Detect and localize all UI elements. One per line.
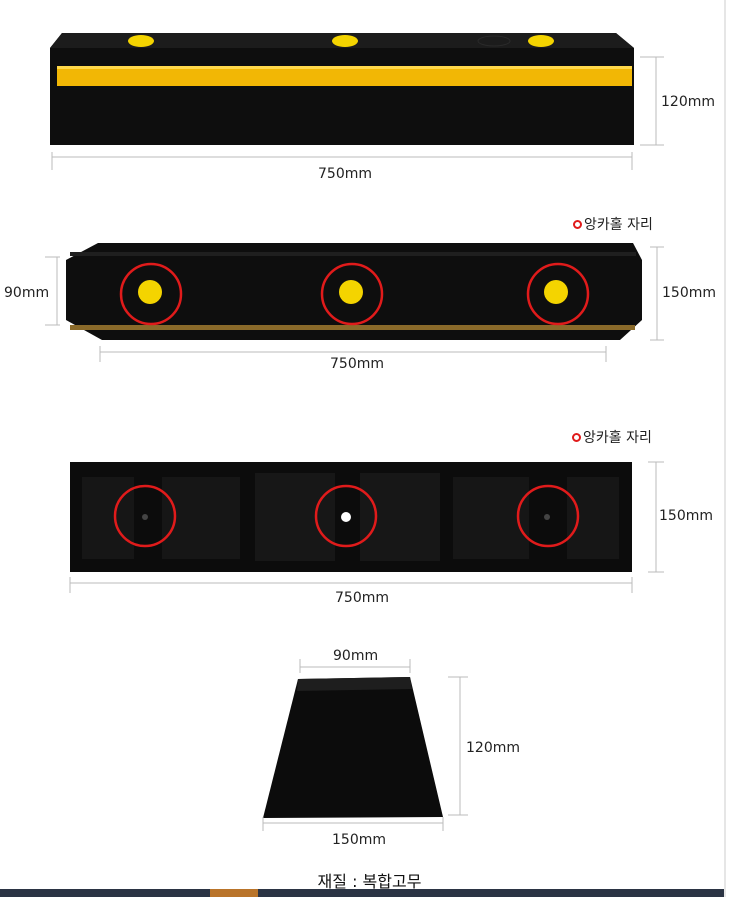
front-view-drawing	[45, 243, 664, 362]
stud-right	[544, 280, 568, 304]
stud-left	[128, 35, 154, 47]
anchor-marker-right	[516, 484, 580, 548]
reflective-strip	[57, 66, 632, 86]
section-top-edge	[297, 677, 412, 691]
reflective-edge	[70, 325, 635, 330]
anchor-marker-center	[320, 262, 384, 326]
anchor-hole-note: 앙카홀 자리	[572, 427, 652, 447]
scrollbar-track[interactable]	[724, 0, 726, 897]
cavity	[453, 477, 529, 559]
section-body	[263, 677, 443, 818]
stud-right	[528, 35, 554, 47]
dim-label-width: 750mm	[335, 590, 389, 606]
reflective-strip-highlight	[57, 66, 632, 69]
anchor-marker-left	[113, 484, 177, 548]
anchor-hole-left	[142, 514, 148, 520]
dim-label-right: 150mm	[659, 508, 713, 524]
anchor-hole-note-text: 앙카홀 자리	[584, 217, 653, 233]
cavity	[360, 473, 440, 561]
anchor-hole-center	[341, 512, 351, 522]
dim-label-bottom: 150mm	[332, 832, 386, 848]
red-circle-icon	[573, 219, 582, 229]
cavity	[567, 477, 619, 559]
dim-label-height: 120mm	[661, 94, 715, 110]
anchor-hole-right	[544, 514, 550, 520]
cavity	[255, 473, 335, 561]
cavity	[82, 477, 134, 559]
red-circle-icon	[572, 432, 581, 442]
stud-center	[332, 35, 358, 47]
dim-label-width: 750mm	[318, 166, 372, 182]
material-caption: 재질 : 복합고무	[317, 872, 422, 891]
dim-label-right: 120mm	[466, 740, 520, 756]
anchor-marker-left	[119, 262, 183, 326]
bottom-bar-accent	[210, 889, 258, 897]
stud-center	[339, 280, 363, 304]
anchor-marker-center	[314, 484, 378, 548]
block-body	[50, 33, 634, 145]
top-view-drawing	[50, 33, 664, 170]
anchor-hole-note: 앙카홀 자리	[573, 214, 653, 234]
section-view-drawing	[262, 659, 468, 831]
logo-emboss	[477, 35, 511, 47]
anchor-hole-note-text: 앙카홀 자리	[583, 430, 652, 446]
dim-label-left: 90mm	[4, 285, 50, 301]
bottom-bar	[0, 889, 724, 897]
bevel-line	[70, 252, 636, 256]
dim-label-width: 750mm	[330, 356, 384, 372]
dim-label-right: 150mm	[662, 285, 716, 301]
anchor-marker-right	[526, 262, 590, 326]
bottom-view-drawing	[69, 461, 664, 593]
stud-left	[138, 280, 162, 304]
dim-label-top: 90mm	[333, 648, 379, 664]
